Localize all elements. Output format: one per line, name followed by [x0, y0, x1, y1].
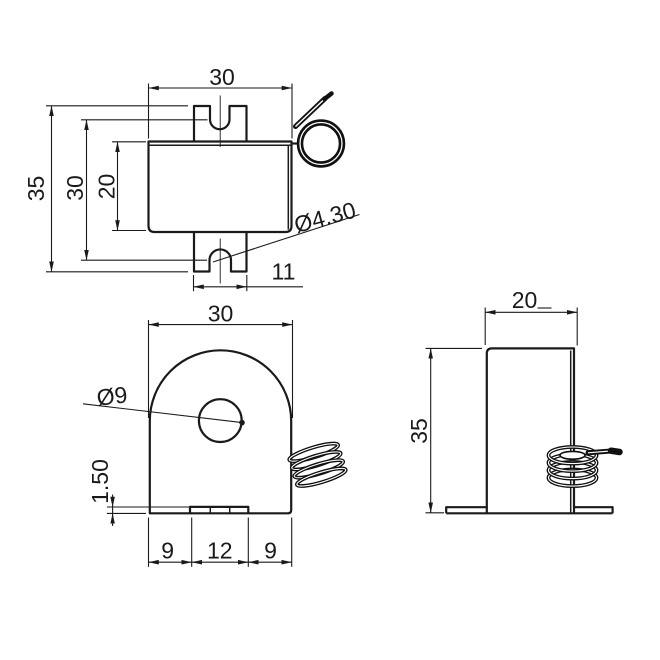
dim-top-width-label: 30	[209, 64, 235, 90]
dim-front-width-label: 30	[208, 301, 234, 327]
front-outline	[148, 349, 293, 515]
wire-loop-ring-gap	[299, 121, 343, 166]
side-view	[445, 347, 623, 515]
coil-side-hole	[559, 450, 586, 460]
side-right-foot	[574, 506, 614, 514]
dim-chain-label-center: 12	[207, 538, 233, 564]
hole-callout-label-top: Ø4.30	[291, 197, 358, 238]
dim-chain-label-right: 9	[264, 538, 277, 564]
dim-side-width-label: 20	[512, 287, 538, 313]
dim-core-height-label: 20	[94, 174, 120, 200]
wire-loop-tail-gap	[295, 97, 326, 128]
coil-side	[546, 445, 623, 489]
hole-callout-leader-front	[82, 403, 243, 424]
dim-base-thickness-label: 1.50	[87, 459, 113, 504]
hole-callout-dot	[239, 419, 245, 426]
top-view-dimensions: 30 35 30 20 Ø4.30 11	[23, 64, 360, 292]
dim-body-height-label: 30	[62, 175, 88, 201]
hole-callout-leader-top	[212, 213, 360, 263]
front-center-hole	[197, 398, 243, 444]
coil-front	[287, 441, 348, 488]
front-view	[148, 349, 348, 515]
hole-callout-label-front: Ø9	[95, 381, 129, 411]
wire-loop-tail-tip	[322, 91, 334, 102]
dim-tab-width-label: 11	[272, 259, 296, 285]
side-view-dimensions: 20 35	[406, 287, 578, 514]
coil-side-tail-tip	[607, 447, 623, 456]
dim-chain-label-left: 9	[161, 538, 174, 564]
top-body-outline	[147, 140, 293, 234]
dim-overall-height-label: 35	[23, 176, 49, 202]
wire-loop	[291, 91, 346, 168]
side-left-foot	[445, 506, 487, 514]
side-outline	[485, 347, 576, 514]
top-view	[147, 91, 346, 284]
front-base-tab	[188, 505, 250, 514]
front-view-dimensions: 30 Ø9 1.50 9 12 9	[82, 301, 294, 567]
dim-side-height-label: 35	[406, 418, 432, 444]
